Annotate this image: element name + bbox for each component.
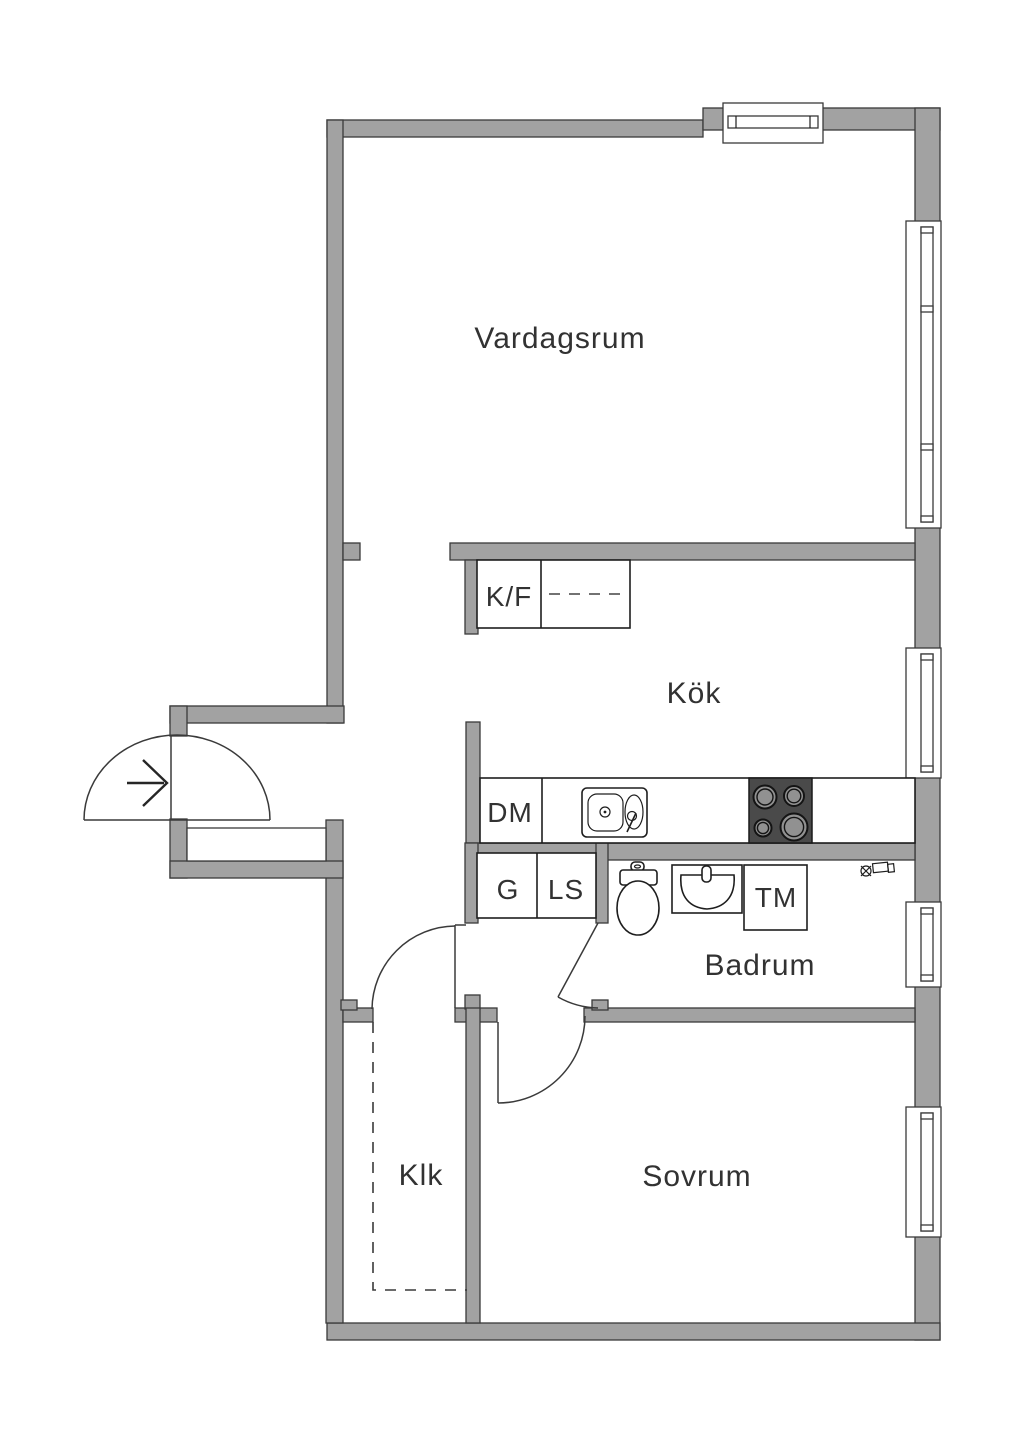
toilet xyxy=(616,861,660,936)
fixture-label-dm: DM xyxy=(487,797,533,828)
wall-segment xyxy=(342,542,361,561)
door-jamb xyxy=(340,999,358,1011)
windows xyxy=(722,102,942,1238)
wall-segment xyxy=(169,705,188,737)
wall-segment xyxy=(914,775,941,905)
wall-segment xyxy=(342,1007,374,1023)
wall-segment xyxy=(326,1322,941,1341)
klk-door xyxy=(371,924,466,1010)
fixture-label-tm: TM xyxy=(755,882,797,913)
kitchen-fixtures xyxy=(476,559,916,844)
entrance-arrow-icon xyxy=(127,759,169,807)
window xyxy=(905,901,942,988)
wall-segment xyxy=(169,705,345,724)
fixture-labels: K/F DM G LS TM xyxy=(486,581,797,913)
wall-segment xyxy=(464,559,479,635)
fixture-label-ls: LS xyxy=(548,874,584,905)
wall-segment xyxy=(449,542,916,561)
wall-segment xyxy=(914,107,941,224)
window xyxy=(905,647,942,779)
fixture-label-g: G xyxy=(497,874,520,905)
room-label-badrum: Badrum xyxy=(704,949,815,982)
entrance-door xyxy=(83,734,271,821)
wall-segment xyxy=(465,1007,481,1324)
wall-segment xyxy=(465,721,481,861)
wall-segment xyxy=(583,1007,916,1023)
door-jamb xyxy=(591,999,609,1011)
walls xyxy=(169,107,941,1341)
wall-segment xyxy=(326,119,704,138)
washbasin xyxy=(671,864,743,914)
badrum-door xyxy=(557,922,599,1009)
fixture-label-kf: K/F xyxy=(486,581,533,612)
window xyxy=(722,102,824,144)
shower-mixer-icon xyxy=(860,861,896,877)
hall-cabinets xyxy=(476,852,597,919)
kitchen-sink xyxy=(581,787,648,838)
klk-wardrobe-outline xyxy=(372,1022,467,1291)
bathroom-fixtures xyxy=(616,861,896,936)
wall-niche xyxy=(186,827,327,862)
washing-machine xyxy=(743,864,808,931)
room-label-kok: Kök xyxy=(667,677,722,710)
wall-segment xyxy=(595,842,609,924)
wall-segment xyxy=(914,525,941,651)
room-labels: Vardagsrum Kök Badrum Sovrum Klk xyxy=(399,322,815,1193)
fridge-freezer-cabinet xyxy=(476,559,631,629)
stove-hob xyxy=(748,777,813,844)
wall-segment xyxy=(914,984,941,1110)
doors xyxy=(83,734,599,1104)
wall-segment xyxy=(464,842,479,924)
door-jamb xyxy=(464,994,481,1010)
wall-segment xyxy=(326,119,344,724)
room-label-klk: Klk xyxy=(399,1159,444,1192)
window xyxy=(905,1106,942,1238)
kitchen-counter xyxy=(479,777,916,844)
sovrum-door xyxy=(497,1015,586,1104)
room-label-vardagsrum: Vardagsrum xyxy=(474,322,645,355)
wall-segment xyxy=(325,819,344,1324)
window xyxy=(905,220,942,529)
wall-segment xyxy=(169,860,344,879)
room-label-sovrum: Sovrum xyxy=(642,1160,751,1193)
